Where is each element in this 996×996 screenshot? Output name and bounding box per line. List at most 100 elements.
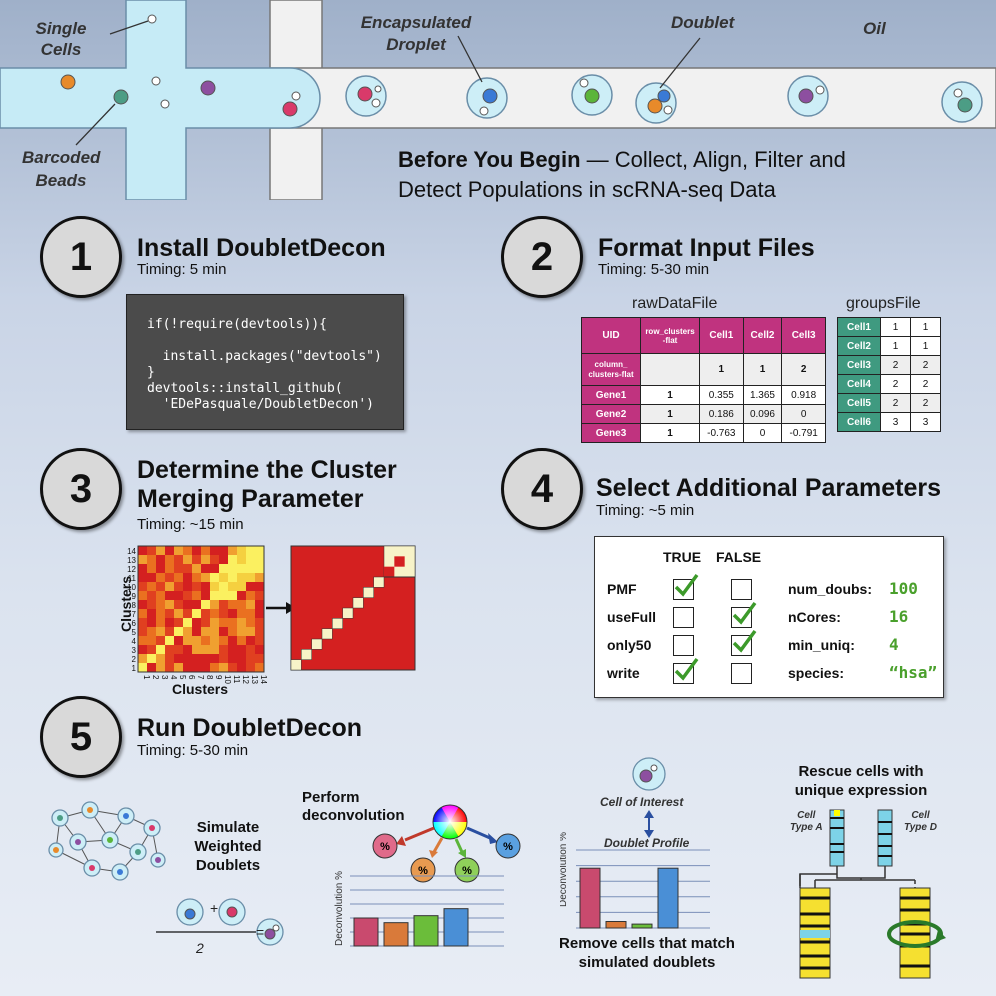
- simulate-line2: Weighted: [194, 838, 262, 855]
- groups-row5-cell: Cell5: [837, 393, 881, 413]
- heatmap-cell: [255, 582, 264, 591]
- step5-title: Run DoubletDecon: [137, 714, 362, 742]
- bar: [443, 908, 469, 947]
- heatmap-cell: [165, 591, 174, 600]
- heatmap-y-tick: 6: [132, 619, 137, 628]
- heatmap-y-tick: 2: [132, 655, 137, 664]
- heatmap-cell: [156, 591, 165, 600]
- cell-network: [48, 801, 166, 881]
- heatmap-cell: [237, 555, 246, 564]
- heatmap-cell: [210, 627, 219, 636]
- bar: [413, 915, 439, 947]
- heatmap-x-tick: 10: [223, 675, 232, 684]
- rescue-figure: [799, 809, 946, 979]
- heatmap-cell: [210, 564, 219, 573]
- heatmap-cell: [183, 636, 192, 645]
- heatmap-cell: [165, 600, 174, 609]
- heatmap-y-tick: 5: [132, 628, 137, 637]
- heatmap-cell: [237, 564, 246, 573]
- heatmap-cell: [138, 591, 147, 600]
- barcoded-beads-label-line1: Barcoded: [22, 148, 101, 167]
- raw-header-uid: UID: [581, 317, 641, 354]
- merged-diagonal-cell: [342, 607, 354, 619]
- headline-bold: Before You Begin: [398, 147, 581, 172]
- heatmap-cell: [165, 582, 174, 591]
- heatmap-cell: [201, 582, 210, 591]
- groups-row4-a: 2: [880, 374, 911, 394]
- heatmap-cell: [255, 618, 264, 627]
- heatmap-cell: [210, 636, 219, 645]
- heatmap-cell: [246, 555, 255, 564]
- groups-row6-b: 3: [910, 412, 941, 432]
- param-write-true-checkbox[interactable]: [673, 657, 699, 684]
- heatmap-cell: [165, 663, 174, 672]
- heatmap-cell: [219, 654, 228, 663]
- heatmap-cell: [138, 627, 147, 636]
- heatmap-cell: [219, 609, 228, 618]
- raw-colclusters-label: column_ clusters-flat: [581, 353, 641, 386]
- heatmap-cell: [147, 555, 156, 564]
- heatmap-cell: [138, 582, 147, 591]
- heatmap-x-tick: 5: [178, 675, 187, 680]
- param-write-false-checkbox[interactable]: [731, 663, 752, 684]
- param-useFull-true-checkbox[interactable]: [673, 607, 694, 628]
- heatmap-cell: [192, 546, 201, 555]
- heatmap-cell: [192, 564, 201, 573]
- heatmap-cell: [192, 663, 201, 672]
- heatmap-cell: [237, 627, 246, 636]
- heatmap-cell: [192, 654, 201, 663]
- heatmap-cell: [174, 555, 183, 564]
- param-PMF-false-checkbox[interactable]: [731, 579, 752, 600]
- doublet-label: Doublet: [671, 13, 735, 32]
- heatmap-cell: [138, 564, 147, 573]
- merged-diagonal-cell: [311, 638, 323, 650]
- heatmap-cell: [147, 609, 156, 618]
- heatmap-cell: [138, 609, 147, 618]
- heatmap-cell: [147, 618, 156, 627]
- heatmap-cell: [219, 555, 228, 564]
- heatmap-y-tick: 4: [132, 637, 137, 646]
- heatmap-cell: [183, 582, 192, 591]
- step1-timing: Timing: 5 min: [137, 261, 227, 278]
- heatmap-cell: [192, 573, 201, 582]
- percent-2: %: [418, 865, 428, 877]
- raw-gene3-cell2: 0: [742, 423, 783, 443]
- heatmap-cell: [228, 555, 237, 564]
- heatmap-cell: [174, 627, 183, 636]
- heatmap-cell: [228, 636, 237, 645]
- heatmap-cell: [246, 618, 255, 627]
- heatmap-x-tick: 9: [214, 675, 223, 680]
- heatmap-cell: [138, 555, 147, 564]
- heatmap-cell: [165, 618, 174, 627]
- heatmap-cell: [147, 582, 156, 591]
- heatmap-cell: [237, 618, 246, 627]
- divisor: 2: [196, 940, 204, 956]
- heatmap-cell: [165, 627, 174, 636]
- groups-row1-b: 1: [910, 317, 941, 337]
- heatmap-cell: [219, 618, 228, 627]
- heatmap-cell: [192, 636, 201, 645]
- cell-type-d-line2: Type D: [904, 822, 937, 833]
- heatmap-cell: [255, 627, 264, 636]
- simulate-line1: Simulate: [196, 819, 260, 836]
- heatmap-cell: [219, 564, 228, 573]
- microfluidic-schematic: [0, 0, 996, 200]
- heatmap-cell: [201, 663, 210, 672]
- param-useFull-false-checkbox[interactable]: [731, 601, 757, 628]
- heatmap-cell: [174, 654, 183, 663]
- heatmap-cell: [192, 591, 201, 600]
- param-only50-true-checkbox[interactable]: [673, 635, 694, 656]
- heatmap-cell: [219, 591, 228, 600]
- heatmap-cell: [201, 645, 210, 654]
- param-PMF-true-checkbox[interactable]: [673, 573, 699, 600]
- param-only50-false-checkbox[interactable]: [731, 629, 757, 656]
- code-line1: if(!require(devtools)){: [147, 317, 328, 332]
- percent-3: %: [462, 865, 472, 877]
- merged-heatmap: [290, 545, 416, 671]
- single-cells-label-line2: Cells: [40, 40, 82, 59]
- raw-header-rowclusters: row_clusters -flat: [640, 317, 700, 354]
- heatmap-x-tick: 12: [241, 675, 250, 684]
- true-column-header: TRUE: [663, 549, 702, 565]
- heatmap-x-tick: 11: [232, 675, 241, 684]
